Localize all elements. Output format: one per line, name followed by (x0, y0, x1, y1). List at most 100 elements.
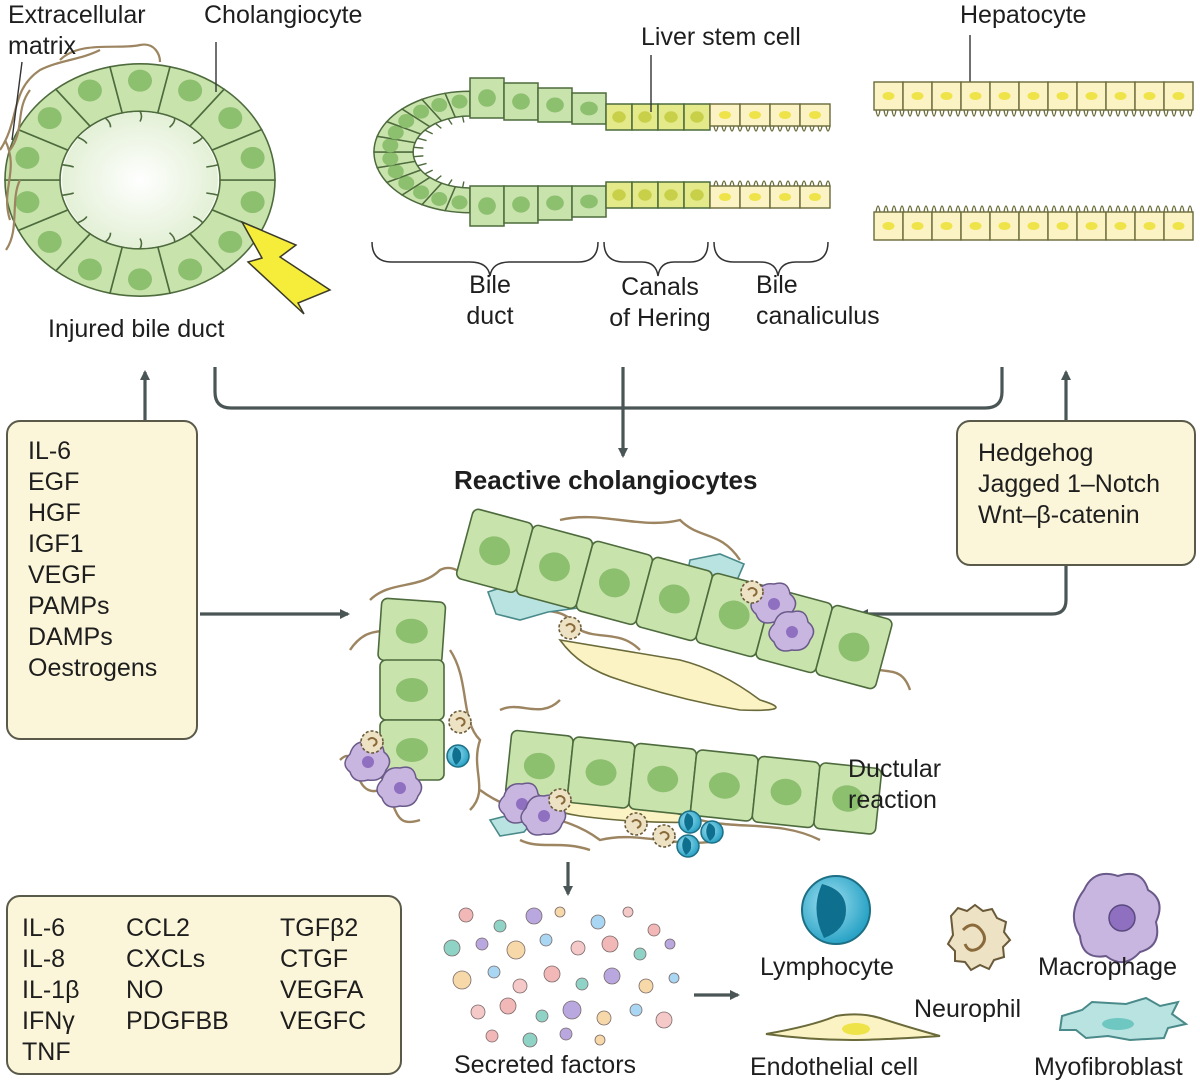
label-endothelial-cell: Endothelial cell (750, 1053, 919, 1081)
duct-cell-nucleus (451, 195, 468, 210)
macrophage-icon (1073, 872, 1161, 963)
growth-factor-item: HGF (28, 499, 81, 527)
duct-cell-nucleus (478, 197, 496, 215)
mediator-item: TGFβ2 (280, 914, 359, 942)
duct-cell-nucleus (638, 111, 652, 123)
secreted-factor-dot (655, 1011, 673, 1029)
lymphocyte-nucleus (706, 823, 716, 841)
ecm-fibre (4, 139, 12, 221)
duct-cell-nucleus (690, 111, 704, 123)
secreted-factor-dot (668, 972, 680, 984)
label-macrophage: Macrophage (1038, 953, 1177, 981)
neutrophil (652, 824, 676, 848)
cholangiocyte-nucleus (128, 268, 152, 291)
microvillus (139, 238, 143, 250)
cholangiocyte-nucleus (240, 191, 265, 214)
reactive-duct-strip (377, 597, 447, 665)
ecm-fibre (0, 49, 101, 151)
secreted-factor-dot (485, 1029, 499, 1043)
microvillus (192, 215, 204, 224)
duct-cell-nucleus (546, 97, 564, 113)
growth-factor-item: DAMPs (28, 623, 113, 651)
reactive-cholangiocyte-nucleus (479, 536, 511, 566)
cholangiocyte-nucleus (15, 191, 40, 214)
duct-cell (503, 82, 539, 121)
secreted-factor-dot (539, 933, 553, 947)
growth-factor-item: Oestrogens (28, 654, 158, 682)
macrophage-nucleus (768, 598, 780, 610)
reactive-cholangiocyte-nucleus (396, 738, 428, 762)
mediator-item: TNF (22, 1038, 71, 1066)
mediator-item: VEGFC (280, 1007, 367, 1035)
secreted-factor-dot (638, 978, 654, 994)
canaliculus-nucleus (779, 111, 791, 119)
reactive-cholangiocyte-nucleus (539, 552, 570, 582)
microvillus (61, 163, 75, 168)
secreted-factor-dot (512, 978, 528, 994)
neutrophil-nucleus (631, 819, 642, 829)
secreted-factor-dot (543, 965, 561, 983)
label-cholangiocyte: Cholangiocyte (204, 1, 363, 29)
brace-canals-of-hering (603, 241, 709, 277)
macrophage-nucleus (516, 798, 528, 810)
macrophage-nucleus (394, 782, 406, 794)
secreted-factor-dot (575, 977, 589, 991)
duct-cell-nucleus (398, 114, 415, 129)
duct-cell-nucleus (431, 191, 448, 206)
microvillus (168, 117, 176, 128)
secreted-factor-dot (458, 907, 474, 923)
cholangiocyte-nucleus (178, 258, 203, 281)
reactive-duct-strip (379, 659, 445, 721)
label-reactive-cholangiocytes: Reactive cholangiocytes (454, 465, 758, 495)
mediator-item: IFNγ (22, 1007, 75, 1035)
hepatocyte-nucleus (1143, 222, 1156, 230)
microvillus (424, 129, 433, 135)
reactive-cholangiocyte-nucleus (658, 584, 690, 614)
secreted-factor-dot (590, 914, 606, 930)
duct-cell (469, 77, 505, 119)
hepatocyte-nucleus (940, 222, 953, 230)
reactive-cholangiocyte-nucleus (395, 618, 428, 644)
microvillus (434, 122, 442, 129)
pathway-item: Jagged 1–Notch (978, 470, 1161, 498)
canaliculus-nucleus (809, 193, 821, 201)
ecm-fibre (59, 43, 162, 63)
microvillus (413, 146, 424, 149)
canaliculus-microvilli (713, 125, 831, 187)
reactive-cholangiocyte-nucleus (718, 600, 750, 630)
hepatocyte-nucleus (1114, 92, 1127, 100)
hepatocyte-nucleus (969, 222, 982, 230)
neutrophil (558, 616, 582, 640)
microvillus (434, 175, 442, 182)
pathway-item: Wnt–β-catenin (978, 501, 1140, 529)
injured-bile-duct-illustration (0, 43, 332, 315)
hepatocyte-nucleus (969, 92, 982, 100)
growth-factor-item: IGF1 (28, 530, 84, 558)
duct-cell-nucleus (387, 164, 404, 179)
connector-arrows (140, 367, 1071, 1000)
lightning-icon (240, 220, 332, 315)
secreted-factor-dot (622, 906, 634, 918)
lymphocyte-nucleus (684, 813, 694, 831)
hepatocyte-nucleus (1172, 92, 1185, 100)
secreted-factor-dot (633, 947, 647, 961)
microvillus (139, 110, 143, 122)
hepatocyte-nucleus (998, 92, 1011, 100)
biliary-tree-illustration (11, 35, 971, 277)
label-injured-bile-duct: Injured bile duct (48, 315, 225, 343)
microvillus (417, 162, 427, 167)
secreted-factor-dot (506, 940, 526, 960)
mediator-item: VEGFA (280, 976, 364, 1004)
canaliculus-nucleus (779, 193, 791, 201)
duct-cell-nucleus (382, 151, 399, 166)
macrophage-nucleus (538, 810, 550, 822)
secreted-factor-dot (647, 923, 661, 937)
